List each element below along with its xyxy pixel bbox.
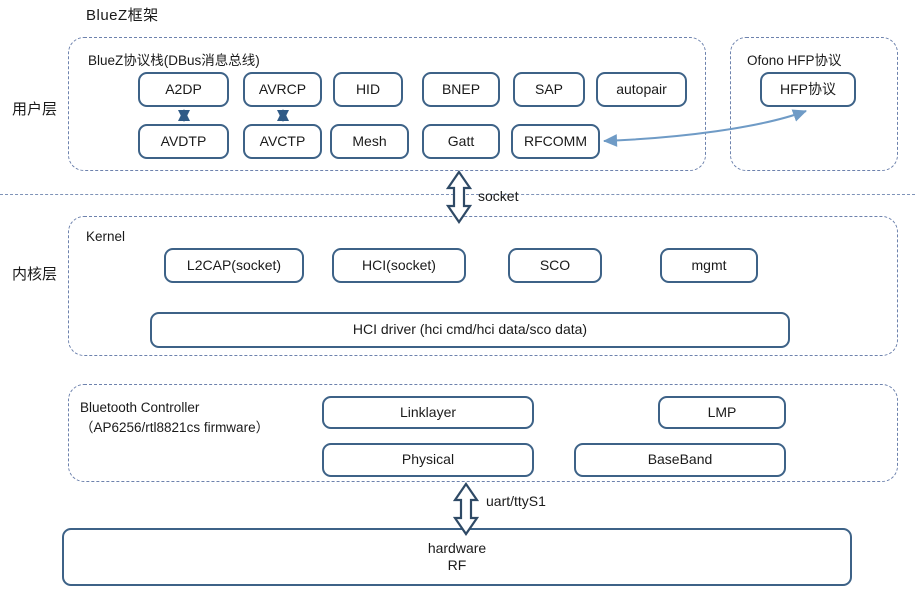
node-rfcomm[interactable]: RFCOMM <box>511 124 600 159</box>
layer-label-kernel: 内核层 <box>12 266 58 283</box>
node-avdtp[interactable]: AVDTP <box>138 124 229 159</box>
hardware-line1: hardware <box>427 539 487 556</box>
node-l2cap-socket[interactable]: L2CAP(socket) <box>164 248 304 283</box>
node-baseband[interactable]: BaseBand <box>574 443 786 477</box>
node-sap[interactable]: SAP <box>513 72 585 107</box>
group-ofono-title: Ofono HFP协议 <box>747 53 842 68</box>
node-mgmt[interactable]: mgmt <box>660 248 758 283</box>
node-avrcp[interactable]: AVRCP <box>243 72 322 107</box>
group-ofono <box>730 37 898 171</box>
node-hci-socket[interactable]: HCI(socket) <box>332 248 466 283</box>
layer-divider <box>0 194 915 195</box>
node-autopair[interactable]: autopair <box>596 72 687 107</box>
node-hci-driver[interactable]: HCI driver (hci cmd/hci data/sco data) <box>150 312 790 348</box>
node-sco[interactable]: SCO <box>508 248 602 283</box>
layer-label-user: 用户层 <box>12 101 58 118</box>
group-bluez-stack <box>68 37 706 171</box>
arrow-socket <box>445 170 473 224</box>
edge-label-socket: socket <box>478 188 519 204</box>
page-title: BlueZ框架 <box>86 7 159 24</box>
controller-title-line1: Bluetooth Controller <box>80 400 200 415</box>
edge-label-uart: uart/ttyS1 <box>486 493 546 509</box>
node-lmp[interactable]: LMP <box>658 396 786 429</box>
arrow-uart <box>452 482 480 536</box>
node-physical[interactable]: Physical <box>322 443 534 477</box>
group-kernel-title: Kernel <box>86 229 126 244</box>
node-a2dp[interactable]: A2DP <box>138 72 229 107</box>
group-controller-title: Bluetooth Controller （AP6256/rtl8821cs f… <box>80 398 269 437</box>
node-mesh[interactable]: Mesh <box>330 124 409 159</box>
hardware-line2: RF <box>447 557 467 573</box>
node-gatt[interactable]: Gatt <box>422 124 500 159</box>
group-kernel <box>68 216 898 356</box>
controller-title-line2: （AP6256/rtl8821cs firmware） <box>80 419 270 435</box>
node-hid[interactable]: HID <box>333 72 403 107</box>
node-hfp-protocol[interactable]: HFP协议 <box>760 72 856 107</box>
node-linklayer[interactable]: Linklayer <box>322 396 534 429</box>
group-bluez-stack-title: BlueZ协议栈(DBus消息总线) <box>88 53 260 68</box>
group-bluetooth-controller <box>68 384 898 482</box>
node-avctp[interactable]: AVCTP <box>243 124 322 159</box>
node-hardware-rf[interactable]: hardware RF <box>62 528 852 586</box>
node-bnep[interactable]: BNEP <box>422 72 500 107</box>
